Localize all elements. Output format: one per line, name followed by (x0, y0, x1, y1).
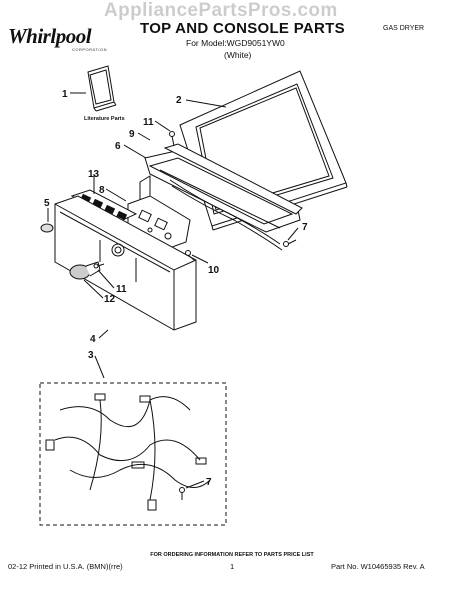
screw-console-10 (185, 250, 195, 261)
callout-7-harness: 7 (206, 477, 212, 488)
part-number: Part No. W10465935 Rev. A (331, 562, 425, 571)
callout-12: 12 (104, 294, 116, 305)
callout-7-top: 7 (302, 222, 308, 233)
callout-8: 8 (99, 185, 105, 196)
callout-2: 2 (176, 95, 182, 106)
callout-11-knob: 11 (116, 284, 127, 295)
page-number: 1 (230, 562, 235, 571)
screw-bracket-7 (283, 239, 297, 247)
print-info: 02-12 Printed in U.S.A. (BMN)(rre) (8, 562, 123, 571)
button-keypad (70, 189, 138, 223)
wire-harness (39, 382, 227, 526)
console-knob-cap (40, 223, 54, 233)
literature-parts-booklet (87, 65, 117, 112)
model-number: For Model:WGD9051YW0 (186, 38, 285, 48)
console-housing (54, 195, 197, 331)
watermark-text: AppliancePartsPros.com (104, 0, 338, 21)
product-type: GAS DRYER (383, 25, 425, 32)
callout-13: 13 (88, 169, 100, 180)
page-title: TOP AND CONSOLE PARTS (140, 20, 345, 37)
screw-harness-7 (179, 487, 185, 500)
screw-top-11 (169, 131, 175, 147)
leader-lines (47, 92, 299, 489)
callout-5: 5 (44, 198, 50, 209)
callout-1: 1 (62, 89, 68, 100)
model-color: (White) (224, 50, 252, 60)
callout-6: 6 (115, 141, 121, 152)
callout-9: 9 (129, 129, 135, 140)
callout-10: 10 (208, 265, 220, 276)
screw-knob-11 (93, 263, 105, 269)
callout-11-top: 11 (143, 117, 154, 128)
literature-parts-label: Literature Parts (84, 116, 125, 122)
whirlpool-logo: Whirlpool (8, 24, 92, 48)
ordering-info: FOR ORDERING INFORMATION REFER TO PARTS … (150, 552, 314, 558)
selector-knob (69, 261, 101, 280)
callout-3: 3 (88, 350, 94, 361)
callout-4: 4 (90, 334, 96, 345)
logo-subtitle: CORPORATION (72, 47, 107, 52)
